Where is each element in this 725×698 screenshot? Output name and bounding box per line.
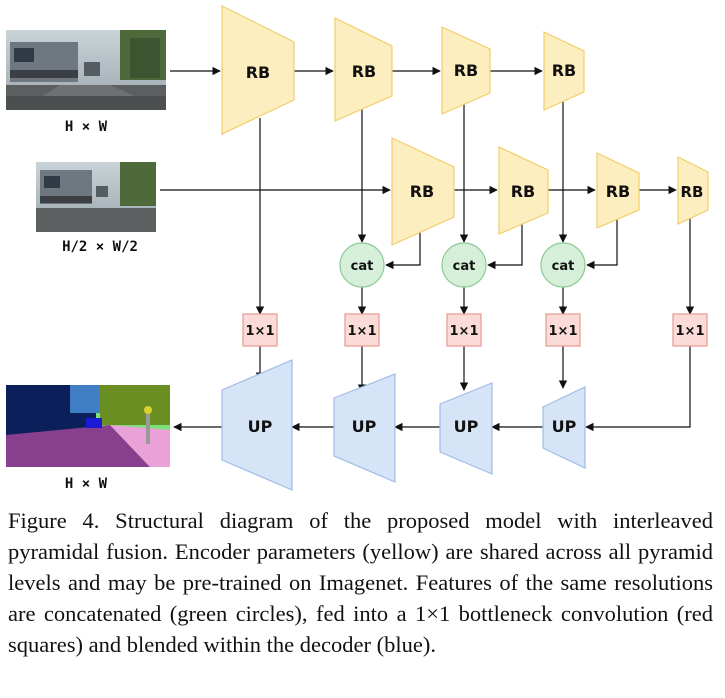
encoder-block-label: RB [681,183,704,201]
bottleneck-label: 1×1 [348,324,377,339]
bottleneck-label: 1×1 [549,324,578,339]
concat-node-2: cat [441,242,487,288]
decoder-block-1: UP [221,359,293,491]
encoder-block-bottom-2: RB [498,146,549,235]
encoder-block-label: RB [352,62,377,81]
decoder-block-3: UP [439,382,493,475]
encoder-block-label: RB [552,61,577,80]
bottleneck-conv-4: 1×1 [545,313,581,347]
encoder-block-top-4: RB [543,31,585,111]
bottleneck-conv-3: 1×1 [446,313,482,347]
encoder-block-bottom-3: RB [596,152,640,229]
encoder-block-label: RB [511,182,536,201]
bottleneck-label: 1×1 [450,324,479,339]
bottleneck-conv-5: 1×1 [672,313,708,347]
encoder-block-label: RB [410,182,435,201]
pyramid-fusion-diagram: H × W H/2 × W/2 H × W [6,5,709,492]
decoder-block-2: UP [333,373,396,483]
bottleneck-conv-1: 1×1 [242,313,278,347]
bottleneck-label: 1×1 [246,324,275,339]
input-image-half [36,162,156,232]
decoder-block-label: UP [352,417,377,436]
output-segmentation [6,385,170,467]
concat-node-3: cat [540,242,586,288]
figure-caption: Figure 4. Structural diagram of the prop… [8,508,713,657]
encoder-block-label: RB [246,63,271,82]
encoder-block-top-1: RB [221,5,295,135]
input-half-resolution-label: H/2 × W/2 [62,239,138,255]
encoder-block-top-3: RB [441,26,491,115]
encoder-block-bottom-4: RB [677,156,709,225]
encoder-block-label: RB [454,61,479,80]
decoder-block-4: UP [542,386,586,469]
concat-label: cat [453,259,476,274]
encoder-block-label: RB [606,182,631,201]
concat-node-1: cat [339,242,385,288]
decoder-block-label: UP [454,417,479,436]
concat-label: cat [552,259,575,274]
input-full-resolution-label: H × W [65,119,108,135]
decoder-block-label: UP [552,417,577,436]
encoder-block-bottom-1: RB [391,137,455,246]
decoder-block-label: UP [248,417,273,436]
input-image-full [6,30,166,110]
bottleneck-label: 1×1 [676,324,705,339]
encoder-block-top-2: RB [334,17,393,122]
output-resolution-label: H × W [65,476,108,492]
bottleneck-conv-2: 1×1 [344,313,380,347]
concat-label: cat [351,259,374,274]
